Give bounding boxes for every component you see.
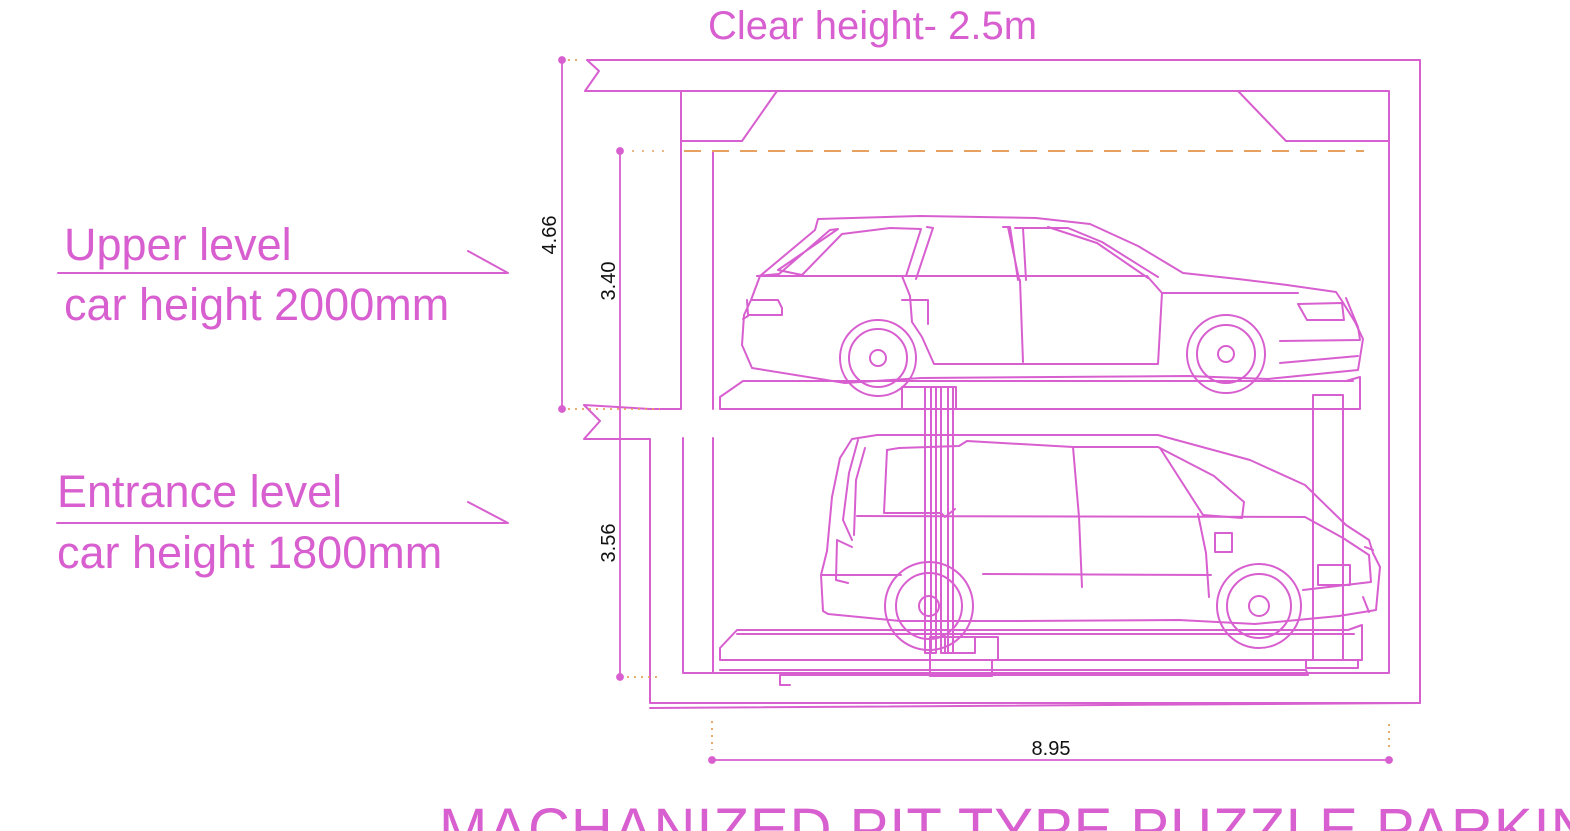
lower-height-value: 3.56 [598,524,620,563]
lower-platform [719,624,1363,669]
entrance-level-label: Entrance level [57,466,343,517]
floor-line [649,702,1421,709]
outer-structure [583,59,1421,704]
ceiling-beam-right [1237,90,1390,142]
lift-post-left [924,386,954,654]
entrance-level-leader [56,501,509,524]
lower-car [820,434,1381,651]
drawing-title: MACHANIZED PIT TYPE PUZZLE PARKING [439,797,1570,831]
width-value: 8.95 [1032,738,1071,760]
upper-platform-frame [901,386,1351,661]
ground-platform [719,669,1309,686]
entrance-car-height-label: car height 1800mm [57,527,443,578]
clear-height-label: Clear height- 2.5m [708,4,1038,48]
ceiling-beam-left [680,90,778,142]
upper-level-leader [57,250,509,274]
upper-car [741,215,1364,397]
upper-level-label: Upper level [64,219,292,270]
upper-height-value: 3.40 [598,262,620,301]
upper-car-height-label: car height 2000mm [64,279,450,330]
upper-platform [719,376,1361,410]
total-height-value: 4.66 [539,216,561,255]
